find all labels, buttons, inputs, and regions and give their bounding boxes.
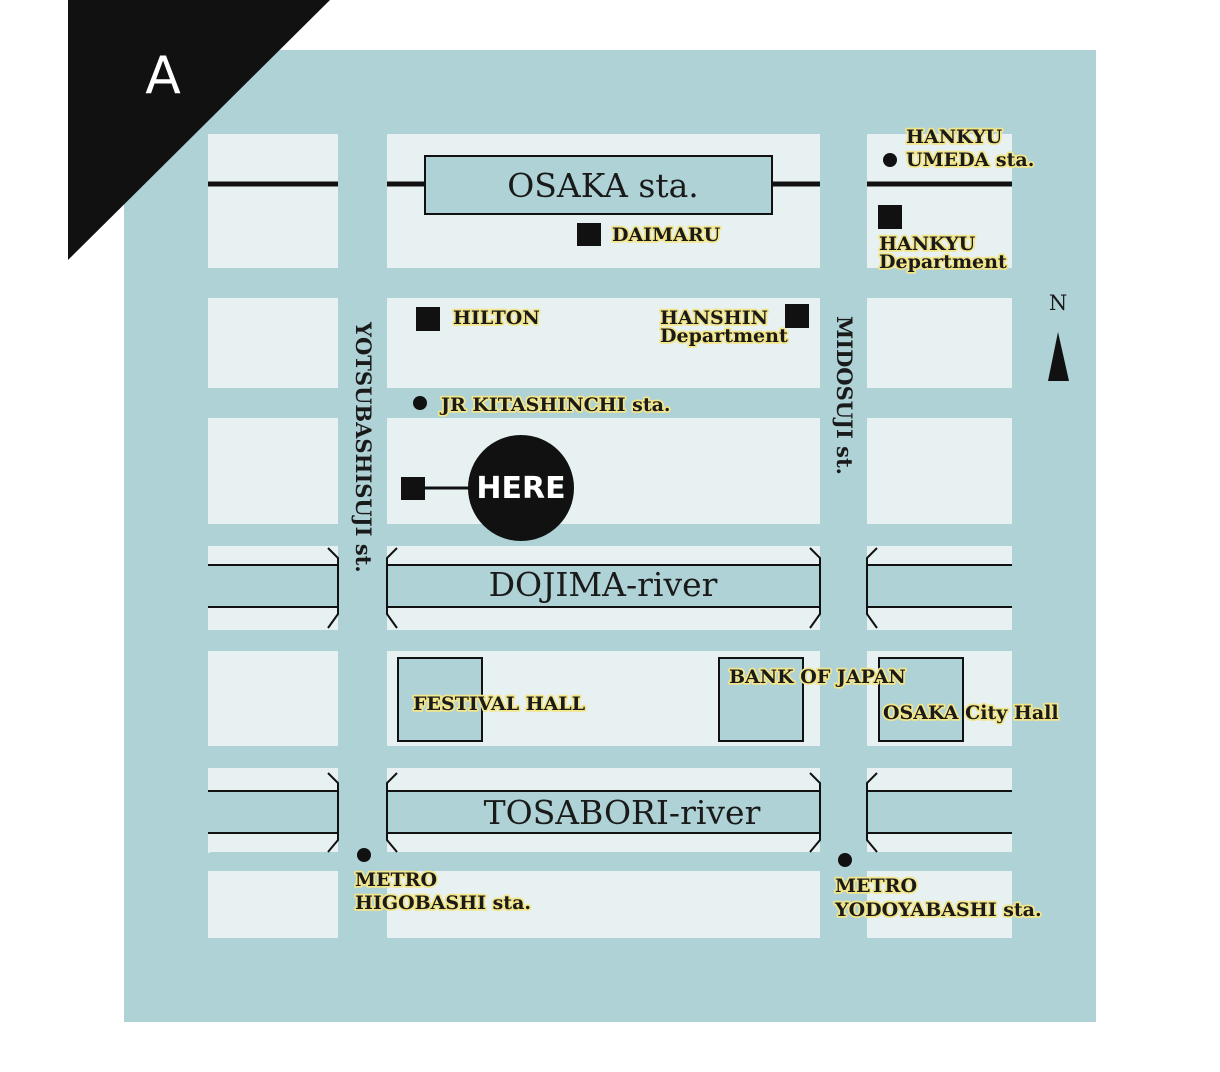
block <box>387 418 820 524</box>
bank-of-japan-building <box>718 657 804 742</box>
block <box>208 871 338 938</box>
hanshin-dept-marker <box>785 304 809 328</box>
canal <box>210 389 1012 417</box>
block <box>867 298 1012 388</box>
metro-yodoyabashi-label-line2: YODOYABASHI sta. <box>834 899 1042 921</box>
landmark-markers <box>401 205 902 500</box>
block <box>867 418 1012 524</box>
jr-kitashinchi-dot <box>413 396 427 410</box>
north-label: N <box>1049 291 1067 315</box>
daimaru-marker <box>577 223 601 246</box>
corner-label: A <box>145 46 181 106</box>
river-tosabori <box>208 772 1012 853</box>
hankyu-dept-label-line2: Department <box>879 251 1007 273</box>
canals <box>210 389 1012 870</box>
metro-higobashi-dot <box>357 848 371 862</box>
here-building-marker <box>401 477 425 500</box>
hilton-label: HILTON <box>453 307 540 329</box>
corner-badge <box>68 0 330 260</box>
here-label: HERE <box>476 471 565 506</box>
metro-higobashi-label-line1: METRO <box>355 869 437 891</box>
station-dots <box>357 153 897 867</box>
metro-yodoyabashi-label-line1: METRO <box>835 875 917 897</box>
hanshin-dept-label-line2: Department <box>660 325 788 347</box>
block <box>208 298 338 388</box>
osaka-station-label: OSAKA sta. <box>507 166 699 205</box>
block <box>867 871 1012 938</box>
bank-of-japan-label: BANK OF JAPAN <box>729 666 906 688</box>
block <box>387 871 820 938</box>
hanshin-dept-label-line1: HANSHIN <box>660 307 768 329</box>
river-dojima <box>208 547 1012 629</box>
here-marker <box>468 435 574 541</box>
festival-hall-building <box>397 657 483 742</box>
block <box>208 651 338 746</box>
canal <box>962 746 996 766</box>
block <box>387 298 820 388</box>
hankyu-umeda-label-line2: UMEDA sta. <box>906 149 1034 171</box>
hankyu-dept-marker <box>878 205 902 229</box>
city-hall-building <box>878 657 964 742</box>
city-hall-label: OSAKA City Hall <box>883 702 1059 724</box>
tosabori-river-label: TOSABORI-river <box>484 793 761 832</box>
dojima-river-label: DOJIMA-river <box>489 565 718 604</box>
hankyu-umeda-label-line1: HANKYU <box>906 126 1003 148</box>
outlined-buildings <box>397 657 964 742</box>
canal <box>210 852 1012 870</box>
hankyu-umeda-dot <box>883 153 897 167</box>
festival-hall-label: FESTIVAL HALL <box>413 693 585 715</box>
hankyu-dept-label-line1: HANKYU <box>879 233 976 255</box>
north-arrow-icon <box>1048 332 1069 381</box>
daimaru-label: DAIMARU <box>612 224 721 246</box>
hilton-marker <box>416 307 440 331</box>
yotsubashisuji-street-label: YOTSUBASHISUJI st. <box>351 321 376 573</box>
metro-higobashi-label-line2: HIGOBASHI sta. <box>355 892 531 914</box>
block <box>208 134 338 268</box>
jr-kitashinchi-label: JR KITASHINCHI sta. <box>439 394 671 416</box>
block <box>208 418 338 524</box>
metro-yodoyabashi-dot <box>838 853 852 867</box>
midosuji-street-label: MIDOSUJI st. <box>832 316 857 475</box>
osaka-station-box <box>424 155 773 215</box>
